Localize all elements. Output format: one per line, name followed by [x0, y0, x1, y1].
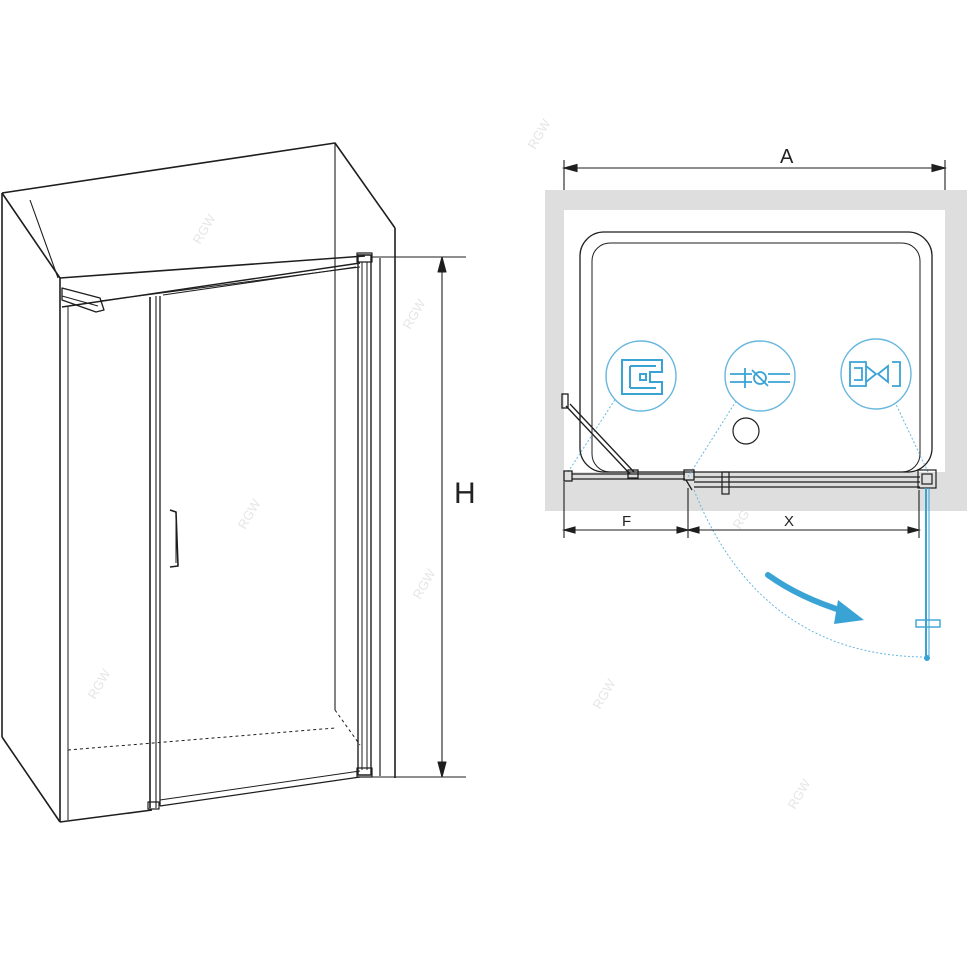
- watermark-text: RGW: [525, 116, 554, 152]
- detail-callout-left: [567, 340, 677, 473]
- plan-fixed-panel: [563, 469, 695, 491]
- swing-direction-arrow-icon: [765, 572, 864, 624]
- detail-callout-right: [840, 338, 929, 473]
- height-dimension-label: H: [454, 477, 476, 510]
- stabilizer-bar: [61, 287, 105, 313]
- enclosure-walls: [1, 142, 396, 823]
- watermark-text: RGW: [785, 776, 814, 812]
- wall-profile-detail-icon: [621, 359, 663, 395]
- door-dimension-label: X: [784, 513, 794, 530]
- magnetic-seal-detail-icon: [849, 361, 901, 387]
- perspective-view: [1, 142, 466, 823]
- fixed-panel-dimension-label: F: [622, 513, 631, 530]
- width-dimension-label: A: [780, 146, 794, 168]
- watermark-text: RGW: [85, 666, 114, 702]
- fixed-glass-panel: [147, 296, 160, 810]
- top-rail: [61, 262, 361, 308]
- watermark-text: RGW: [235, 496, 264, 532]
- plan-door-open: [915, 488, 941, 661]
- door-handle-icon: [169, 509, 179, 568]
- wall-profile-right: [356, 252, 373, 778]
- swing-door-leaf: [159, 266, 361, 807]
- panel-dimensions: [561, 482, 922, 538]
- plan-door-closed: [694, 469, 937, 495]
- watermark-text: RGW: [190, 211, 219, 247]
- watermark-text: RGW: [400, 296, 429, 332]
- drain-icon: [732, 417, 760, 445]
- watermark-text: RGW: [410, 566, 439, 602]
- plan-view: [545, 160, 967, 661]
- detail-callout-center: [687, 340, 796, 478]
- watermark-text: RGW: [590, 676, 619, 712]
- height-dimension: [372, 256, 466, 778]
- hinge-detail-icon: [730, 368, 790, 388]
- swing-arc: [693, 489, 925, 658]
